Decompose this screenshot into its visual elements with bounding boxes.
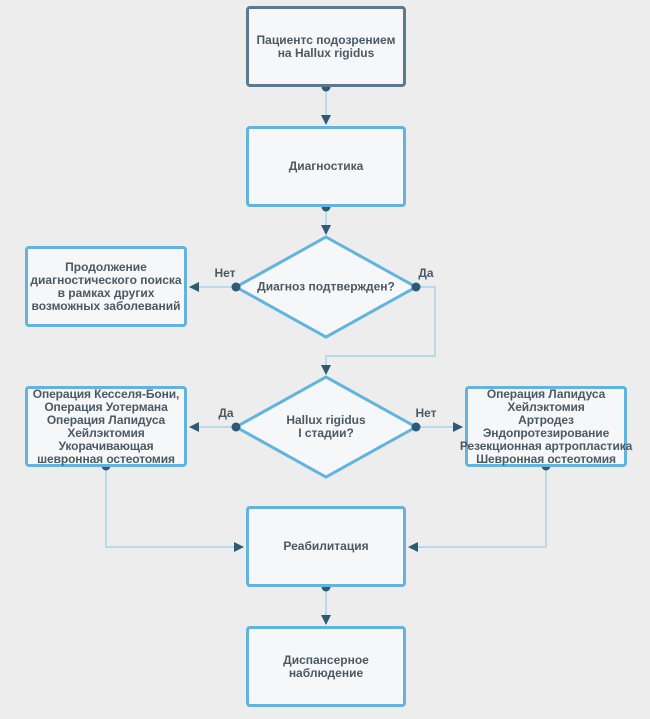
node-start-label: Пациентс подозрением на Hallux rigidus: [256, 32, 396, 60]
node-ops-other-label: Операция Лапидуса Хейлэктомия Артродез Э…: [459, 386, 633, 466]
edge-confirmed-yes: [321, 286, 436, 375]
node-ops-stage1: Операция Кесселя-Бони, Операция Уотерман…: [25, 386, 187, 467]
edge-label-stage-no: Нет: [415, 406, 437, 420]
connector-dot: [411, 422, 421, 432]
node-followup: Диспансерное наблюдение: [246, 626, 406, 707]
edge-label-stage-yes: Да: [218, 406, 234, 420]
node-diagnostics: Диагностика: [246, 126, 406, 207]
decision-confirmed-label: Диагноз подтвержден?: [257, 279, 395, 294]
connector-dot: [231, 282, 241, 292]
edge-label-confirmed-yes: Да: [418, 266, 434, 280]
decision-confirmed-diamond: [232, 235, 420, 339]
node-rehab: Реабилитация: [246, 506, 406, 587]
node-diagnostics-label: Диагностика: [288, 159, 364, 173]
connector-dot: [231, 422, 241, 432]
decision-stage-label: Hallux rigidus I стадии?: [286, 413, 366, 440]
node-ops-other: Операция Лапидуса Хейлэктомия Артродез Э…: [460, 386, 632, 467]
node-continue-search-label: Продолжение диагностического поиска в ра…: [30, 259, 182, 313]
node-rehab-label: Реабилитация: [283, 539, 369, 553]
edge-ops-stage1-rehab: [105, 466, 244, 552]
connector-dot: [411, 282, 421, 292]
node-followup-label: Диспансерное наблюдение: [283, 652, 369, 680]
edge-label-confirmed-no: Нет: [214, 266, 236, 280]
node-ops-stage1-label: Операция Кесселя-Бони, Операция Уотерман…: [32, 386, 180, 466]
node-continue-search: Продолжение диагностического поиска в ра…: [25, 246, 187, 327]
decision-stage-diamond: [232, 375, 420, 479]
edge-ops-other-rehab: [408, 466, 547, 552]
node-start: Пациентс подозрением на Hallux rigidus: [246, 6, 406, 87]
